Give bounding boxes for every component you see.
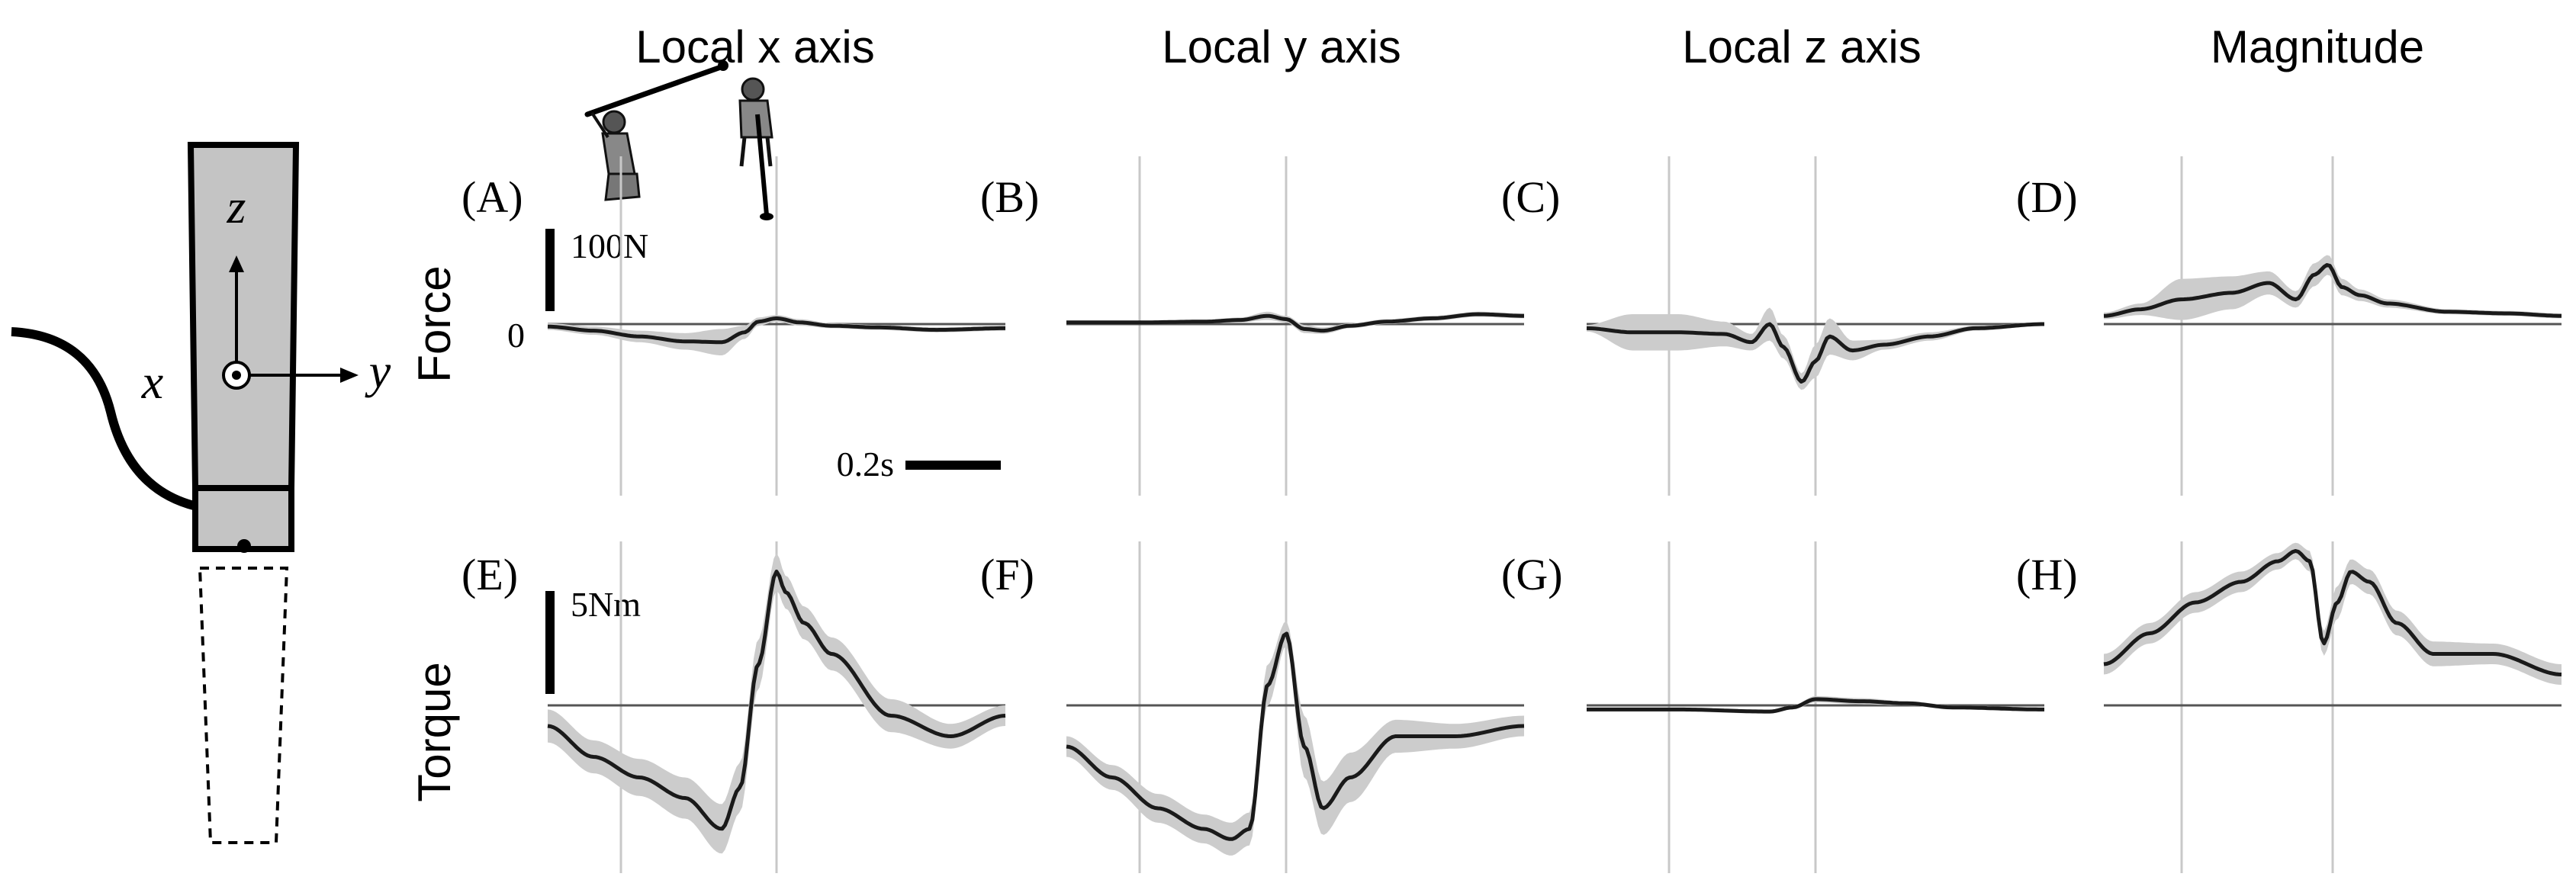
panel-force-magnitude: (D)	[2016, 156, 2562, 496]
panel-force-local-z-axis: (C)	[1501, 156, 2044, 496]
grip-base	[192, 485, 294, 552]
column-title-local-z: Local z axis	[1682, 21, 1921, 72]
club-shaft-outline	[198, 567, 289, 844]
force-scale-label: 100N	[571, 226, 648, 265]
golfer2-leg-right	[765, 136, 773, 167]
golfer-legs	[604, 172, 641, 201]
golfer-torso	[601, 132, 636, 175]
row-label-force: Force	[409, 265, 460, 382]
golfer2-head	[741, 77, 765, 101]
mean-line	[547, 316, 1005, 345]
mean-line	[1066, 312, 1524, 333]
sd-band	[1066, 621, 1524, 856]
panel-torque-local-z-axis: (G)	[1501, 541, 2044, 873]
x-axis-label: x	[141, 355, 163, 409]
panel-torque-magnitude: (H)	[2016, 541, 2562, 873]
sd-band	[548, 553, 1005, 854]
mean-line	[1066, 631, 1525, 841]
panel-torque-local-y-axis: (F)	[980, 541, 1525, 873]
y-axis-label: y	[365, 344, 391, 398]
sd-band	[548, 315, 1005, 355]
mean-line	[1586, 322, 2044, 384]
panels: (A) (B) (C) (D) (E) (F) (G) (H)	[461, 156, 2562, 873]
club-shaft-down	[755, 114, 769, 216]
mean-line	[2103, 263, 2562, 318]
hand-arc	[11, 327, 201, 512]
y-arrowhead	[340, 368, 359, 383]
panel-force-local-x-axis: (A)	[461, 156, 1005, 496]
panel-label: (A)	[461, 172, 523, 222]
club-head	[718, 60, 728, 71]
mean-line	[1587, 697, 2044, 714]
golfer-impact-icon	[738, 77, 773, 220]
panel-label: (C)	[1501, 172, 1560, 222]
mean-line	[2103, 549, 2562, 676]
club-head-down	[760, 213, 773, 220]
z-arrowhead	[229, 255, 244, 272]
panel-label: (D)	[2016, 172, 2078, 222]
panel-label: (B)	[980, 172, 1039, 222]
panel-torque-local-x-axis: (E)	[461, 541, 1006, 873]
panel-label: (E)	[461, 550, 518, 599]
column-title-local-x: Local x axis	[635, 21, 874, 72]
golfer-head	[602, 110, 626, 134]
club-grip-diagram: z x y	[11, 142, 391, 844]
x-axis-out-of-page-dot	[232, 371, 241, 380]
mean-line	[547, 570, 1006, 831]
grip-end-dot	[237, 539, 251, 553]
torque-scale-label: 5Nm	[571, 585, 641, 624]
golfer-arm	[590, 111, 609, 139]
sd-band	[2104, 255, 2562, 320]
golfer-backswing-icon	[584, 60, 728, 201]
sd-band	[1587, 307, 2044, 390]
column-title-magnitude: Magnitude	[2211, 21, 2424, 72]
panel-label: (H)	[2016, 550, 2078, 599]
column-title-local-y: Local y axis	[1162, 21, 1401, 72]
row-label-torque: Torque	[409, 662, 460, 801]
force-zero-label: 0	[507, 316, 525, 355]
golfer2-leg-left	[739, 136, 747, 167]
club-raised	[584, 64, 724, 117]
z-axis-label: z	[227, 179, 246, 233]
time-scale-label: 0.2s	[837, 445, 894, 483]
panel-force-local-y-axis: (B)	[980, 156, 1524, 496]
panel-label: (G)	[1501, 550, 1563, 599]
panel-label: (F)	[980, 550, 1034, 599]
